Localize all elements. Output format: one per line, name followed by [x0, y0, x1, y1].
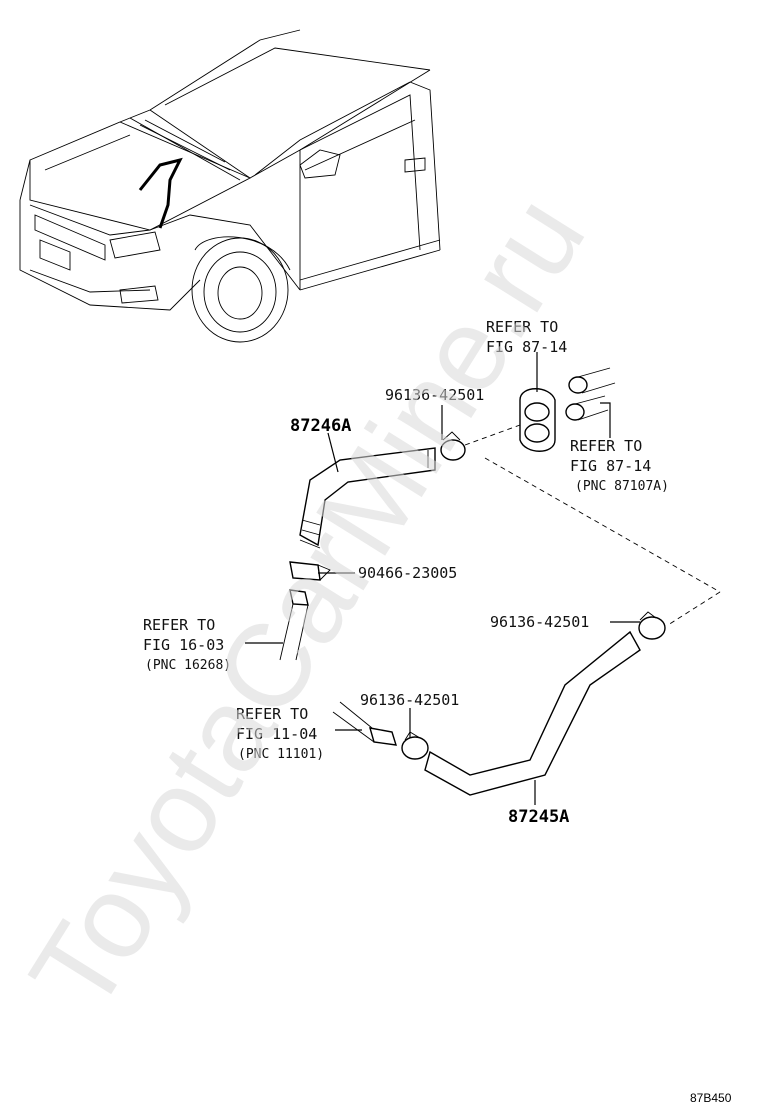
- pipe-to-fig-16-03: [279, 589, 309, 661]
- clamp-bottom: [401, 731, 429, 760]
- refer-bottom-line1: REFER TO: [236, 705, 308, 723]
- hose-87246a: [299, 447, 436, 549]
- watermark: ToyotaCarMine.ru: [5, 174, 610, 1034]
- refer-right-line3: (PNC 87107A): [575, 479, 669, 494]
- refer-bottom-line3: (PNC 11101): [238, 747, 324, 762]
- diagram-code: 87B450: [690, 1091, 732, 1105]
- clip-90466: [289, 561, 331, 581]
- refer-bottom-line2[interactable]: FIG 11-04: [236, 725, 317, 743]
- refer-top-line2[interactable]: FIG 87-14: [486, 338, 567, 356]
- part-label-clamp-top[interactable]: 96136-42501: [385, 386, 484, 404]
- clamp-right: [638, 611, 666, 640]
- part-label-87246a[interactable]: 87246A: [290, 416, 351, 436]
- pipe-to-fig-11-04: [332, 701, 397, 746]
- part-label-clip[interactable]: 90466-23005: [358, 564, 457, 582]
- car-illustration: [19, 29, 441, 343]
- refer-left-line3: (PNC 16268): [145, 658, 231, 673]
- dashed-leaders: [464, 424, 721, 626]
- refer-left-line1: REFER TO: [143, 616, 215, 634]
- part-label-87245a[interactable]: 87245A: [508, 807, 569, 827]
- pipes-right: [565, 367, 616, 421]
- grommet: [519, 388, 556, 452]
- hose-87245a: [424, 630, 641, 796]
- refer-left-line2[interactable]: FIG 16-03: [143, 636, 224, 654]
- clamp-top: [440, 431, 466, 461]
- refer-top-line1: REFER TO: [486, 318, 558, 336]
- part-label-clamp-right[interactable]: 96136-42501: [490, 613, 589, 631]
- leader-lines: [245, 352, 640, 805]
- part-label-clamp-bottom[interactable]: 96136-42501: [360, 691, 459, 709]
- refer-right-line1: REFER TO: [570, 437, 642, 455]
- refer-right-line2[interactable]: FIG 87-14: [570, 457, 651, 475]
